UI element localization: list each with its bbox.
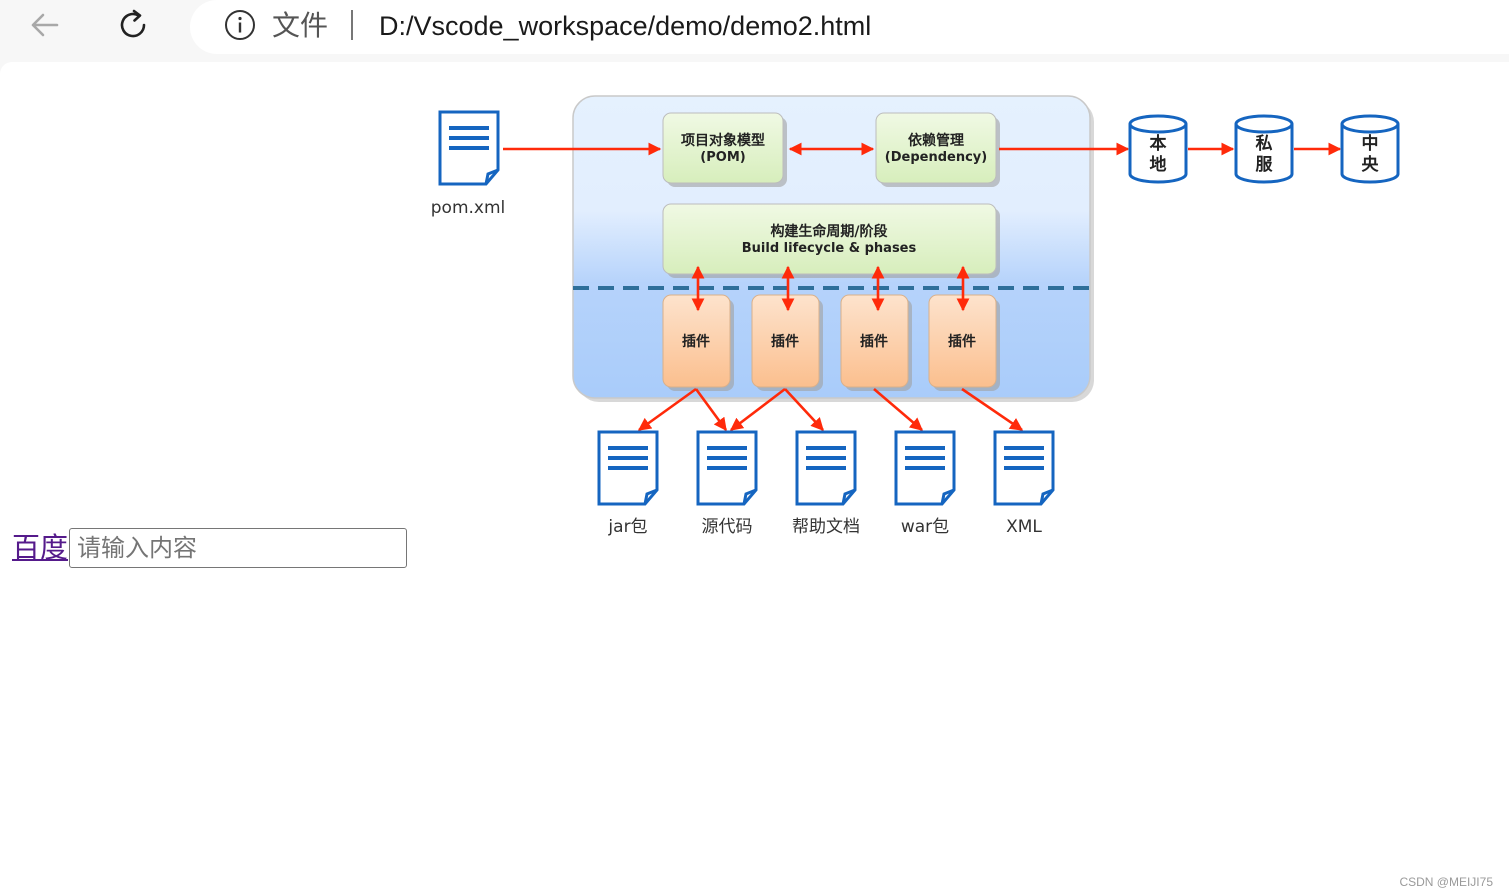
output-file-icon bbox=[597, 430, 659, 506]
plugin-label: 插件 bbox=[948, 333, 976, 350]
repo-private-char2: 服 bbox=[1256, 155, 1274, 175]
pom-file-icon bbox=[438, 110, 500, 186]
repo-central-char1: 中 bbox=[1362, 133, 1379, 154]
baidu-link[interactable]: 百度 bbox=[12, 531, 69, 564]
address-bar[interactable] bbox=[190, 0, 1509, 54]
address-divider bbox=[351, 10, 353, 40]
address-url[interactable]: D:/Vscode_workspace/demo/demo2.html bbox=[379, 11, 872, 41]
search-row: 百度 bbox=[12, 528, 408, 568]
address-scheme-label: 文件 bbox=[272, 9, 329, 42]
dependency-box-title: 依赖管理 bbox=[908, 132, 964, 149]
output-label: 源代码 bbox=[702, 517, 753, 537]
pom-box-title: 项目对象模型 bbox=[681, 132, 765, 149]
output-file-icon bbox=[696, 430, 758, 506]
plugin-label: 插件 bbox=[682, 333, 710, 350]
dependency-box-subtitle: (Dependency) bbox=[885, 150, 987, 165]
repo-local-char1: 本 bbox=[1150, 133, 1167, 154]
plugin-box-2: 插件 bbox=[751, 294, 823, 391]
arrow-left-icon bbox=[31, 13, 59, 37]
info-icon[interactable] bbox=[224, 9, 256, 41]
reload-icon bbox=[120, 9, 146, 38]
reload-button[interactable] bbox=[113, 5, 153, 45]
maven-architecture-image: pom.xml 项目对象模型 (POM) 依赖管理 (Dependency) 构… bbox=[431, 95, 1400, 537]
output-file-icon bbox=[894, 430, 956, 506]
repo-central-char2: 央 bbox=[1362, 154, 1380, 175]
lifecycle-box-subtitle: Build lifecycle & phases bbox=[742, 241, 917, 256]
plugin-box-4: 插件 bbox=[928, 294, 1000, 391]
search-input[interactable] bbox=[69, 528, 408, 568]
flow-arrows bbox=[503, 142, 1342, 432]
pom-box-subtitle: (POM) bbox=[700, 150, 745, 165]
repo-private-char1: 私 bbox=[1256, 134, 1273, 154]
plugin-label: 插件 bbox=[771, 333, 799, 350]
output-label: 帮助文档 bbox=[792, 517, 860, 537]
pom-file-label: pom.xml bbox=[431, 198, 506, 218]
back-button[interactable] bbox=[25, 5, 65, 45]
output-label: jar包 bbox=[607, 517, 647, 537]
plugin-box-1: 插件 bbox=[662, 294, 734, 391]
output-label: war包 bbox=[901, 517, 949, 537]
watermark: CSDN @MEIJI75 bbox=[1399, 875, 1493, 889]
plugin-label: 插件 bbox=[860, 333, 888, 350]
lifecycle-box-title: 构建生命周期/阶段 bbox=[770, 223, 887, 240]
browser-toolbar: 文件 D:/Vscode_workspace/demo/demo2.html bbox=[0, 0, 1509, 62]
output-label: XML bbox=[1006, 517, 1042, 537]
output-file-icon bbox=[993, 430, 1055, 506]
plugin-box-3: 插件 bbox=[840, 294, 912, 391]
page-viewport: pom.xml 项目对象模型 (POM) 依赖管理 (Dependency) 构… bbox=[0, 62, 1509, 895]
output-file-icon bbox=[795, 430, 857, 506]
repo-local-char2: 地 bbox=[1150, 154, 1167, 175]
